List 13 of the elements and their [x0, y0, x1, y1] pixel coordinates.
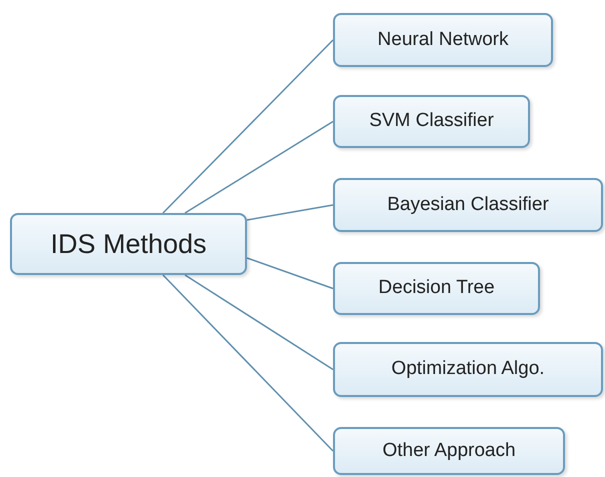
root-box: IDS Methods	[10, 213, 247, 275]
connector-line	[184, 120, 334, 214]
connector-line	[162, 39, 334, 214]
method-box: Other Approach	[333, 427, 565, 475]
method-box: Neural Network	[333, 13, 553, 67]
method-box: Bayesian Classifier	[333, 178, 603, 232]
connector-line	[246, 204, 334, 221]
connector-line	[246, 257, 334, 290]
method-box: Optimization Algo.	[333, 342, 603, 397]
connector-line	[184, 274, 334, 370]
method-box: Decision Tree	[333, 262, 540, 315]
connector-line	[162, 274, 334, 452]
method-box: SVM Classifier	[333, 95, 530, 148]
